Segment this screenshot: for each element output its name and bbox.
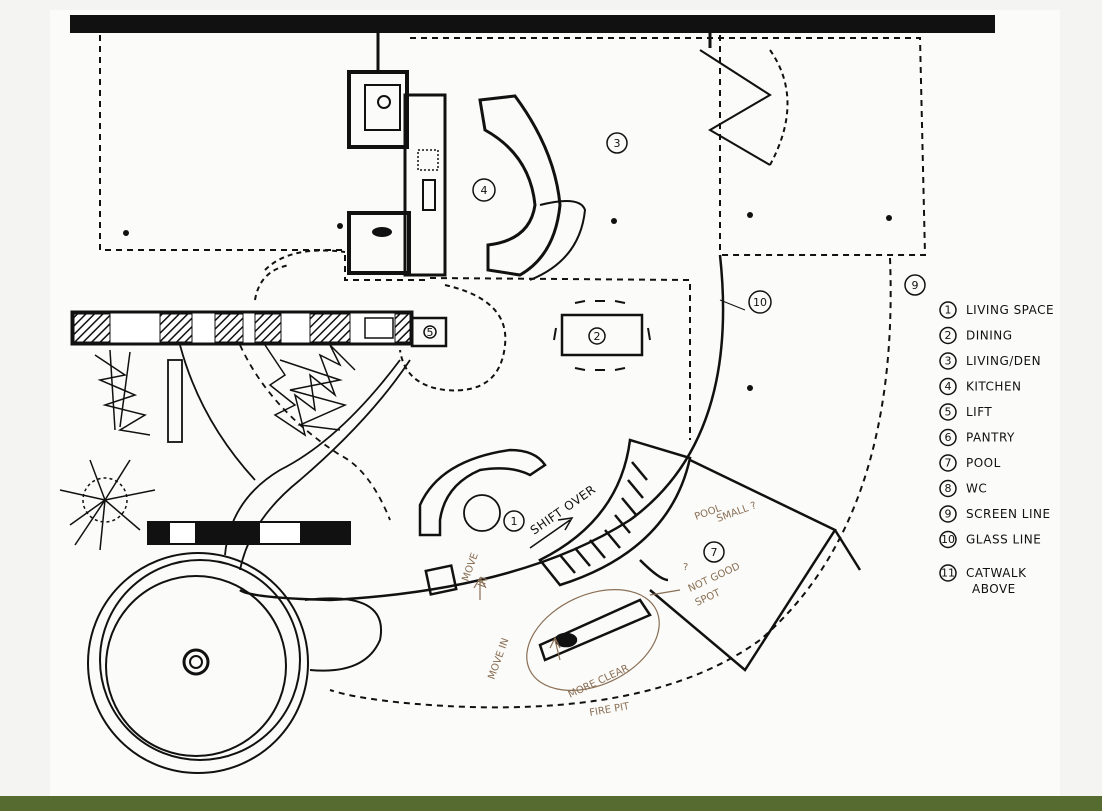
top-wall	[70, 15, 995, 33]
legend-label: LIVING SPACE	[966, 303, 1054, 317]
note-question: ?	[683, 562, 688, 573]
curved-counter	[478, 94, 587, 281]
round-fountain	[87, 552, 383, 774]
legend-label: POOL	[966, 456, 1001, 470]
legend-label: SCREEN LINE	[966, 507, 1051, 521]
curved-lines	[239, 254, 892, 709]
legend-marker	[939, 530, 957, 549]
pencil-marks	[473, 576, 681, 691]
legend-number: 2	[945, 329, 952, 342]
marker-9: 9	[912, 279, 919, 292]
pool-outline	[639, 458, 862, 672]
legend-label: LIFT	[966, 405, 992, 419]
legend-marker	[939, 505, 957, 523]
legend-marker	[939, 352, 957, 370]
coffee-table	[463, 494, 501, 532]
legend-marker	[939, 479, 957, 498]
legend-number: 4	[945, 380, 952, 393]
note-in: IN	[476, 575, 490, 589]
marker-1: 1	[511, 515, 518, 528]
cooktop	[417, 149, 439, 171]
upper-dashed-outline	[99, 35, 927, 440]
palm-tree-sketch	[59, 459, 156, 551]
side-table	[424, 564, 458, 596]
legend-marker	[939, 301, 957, 319]
legend-label: CATWALK	[966, 566, 1027, 580]
lower-wall-solid	[148, 522, 350, 544]
dining-table	[560, 313, 644, 357]
marker-7: 7	[711, 546, 718, 559]
legend-label: DINING	[966, 329, 1013, 343]
legend-number: 3	[945, 355, 952, 368]
paper	[50, 10, 1060, 796]
marker-5: 5	[427, 326, 434, 339]
legend-label: PANTRY	[966, 431, 1015, 445]
legend-number: 7	[945, 457, 952, 470]
room-markers: 3 4 10 9 1 7	[472, 132, 926, 563]
wall-hatching	[73, 313, 411, 343]
legend-label: WC	[966, 482, 987, 496]
column-dots	[123, 212, 892, 391]
wall-window	[364, 317, 394, 339]
legend-marker	[939, 564, 957, 582]
dining-chairs	[553, 300, 651, 371]
marker-2-circle	[588, 327, 606, 345]
legend: 1 LIVING SPACE 2 DINING 3 LIVING/DEN 4 KITCHEN 5…	[939, 301, 1054, 596]
sink-fixture	[372, 227, 392, 237]
walkway	[167, 344, 411, 571]
marker-10: 10	[753, 296, 767, 309]
legend-number: 5	[945, 406, 952, 419]
legend-marker	[939, 326, 957, 345]
kitchen-sink	[422, 179, 436, 211]
legend-label: GLASS LINE	[966, 533, 1041, 547]
legend-label: KITCHEN	[966, 380, 1022, 394]
bottom-band	[0, 796, 1102, 811]
legend-number: 1	[945, 304, 952, 317]
core-blocks	[347, 70, 447, 277]
door-swing	[699, 49, 789, 166]
legend-number: 10	[941, 533, 955, 546]
legend-number: 6	[945, 431, 952, 444]
marker-3: 3	[614, 137, 621, 150]
stair-catwalk	[538, 438, 692, 587]
sofa	[418, 448, 547, 537]
legend-number: 11	[941, 567, 955, 580]
fire-pit	[538, 598, 652, 662]
marker-4: 4	[481, 184, 488, 197]
legend-number: 9	[945, 508, 952, 521]
legend-marker	[939, 403, 957, 421]
legend-label-line2: ABOVE	[972, 582, 1016, 596]
legend-marker	[939, 377, 957, 396]
legend-number: 8	[945, 482, 952, 495]
wc-fixture	[377, 95, 391, 109]
shift-arrow	[529, 517, 574, 549]
legend-label: LIVING/DEN	[966, 354, 1041, 368]
lift-corridor	[254, 249, 507, 392]
shrub-scribbles	[94, 344, 356, 437]
legend-marker	[939, 454, 957, 472]
marker-5-circle	[423, 325, 437, 339]
legend-marker	[939, 428, 957, 447]
marker-2: 2	[594, 330, 601, 343]
